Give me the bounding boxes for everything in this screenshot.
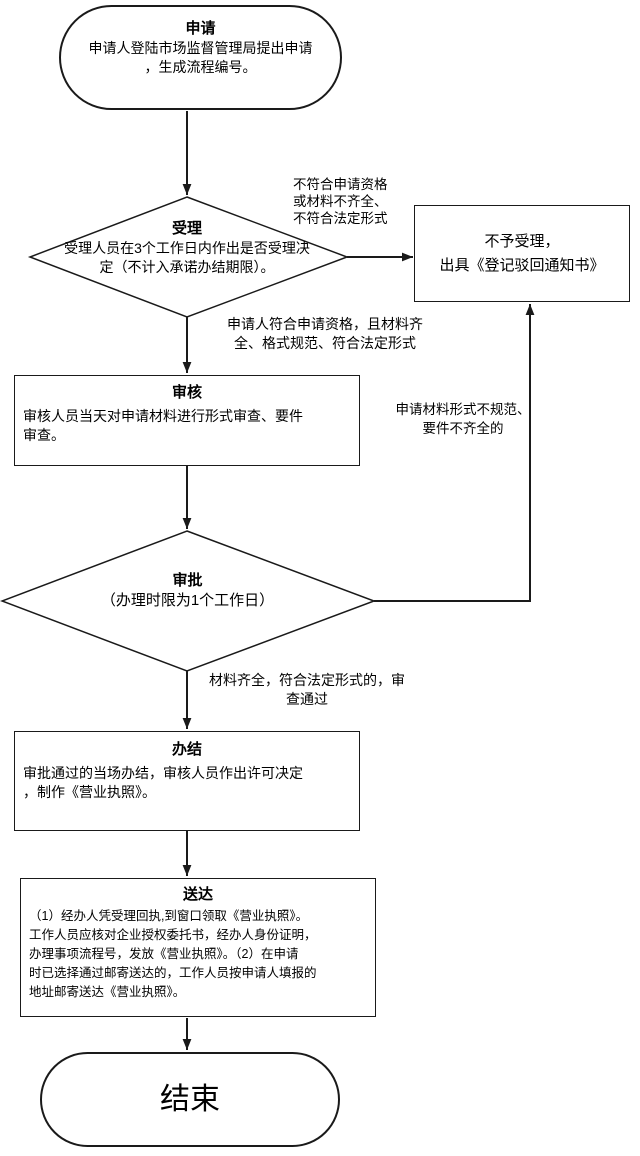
edge-label-materials-complete: 材料齐全，符合法定形式的，审 查通过 xyxy=(209,672,405,707)
node-apply-title: 申请 xyxy=(185,20,216,37)
node-complete-body: 审批通过的当场办结，审核人员作出许可决定 ，制作《营业执照》。 xyxy=(23,765,303,800)
node-review: 审核 审核人员当天对申请材料进行形式审查、要件 审查。 xyxy=(14,375,360,466)
node-reject: 不予受理， 出具《登记驳回通知书》 xyxy=(414,205,630,302)
node-deliver-body: （1）经办人凭受理回执,到窗口领取《营业执照》。 工作人员应核对企业授权委托书，… xyxy=(29,909,317,999)
node-complete: 办结 审批通过的当场办结，审核人员作出许可决定 ，制作《营业执照》。 xyxy=(14,731,360,831)
node-deliver: 送达 （1）经办人凭受理回执,到窗口领取《营业执照》。 工作人员应核对企业授权委… xyxy=(20,878,376,1017)
node-accept-body: 受理人员在3个工作日内作出是否受理决 定（不计入承诺办结期限）。 xyxy=(64,240,310,275)
edge-label-qualified: 申请人符合申请资格，且材料齐 全、格式规范、符合法定形式 xyxy=(227,316,423,351)
node-approve-body: （办理时限为1个工作日） xyxy=(100,592,275,609)
node-review-title: 审核 xyxy=(171,384,202,401)
node-apply: 申请 申请人登陆市场监督管理局提出申请 ，生成流程编号。 xyxy=(59,5,342,110)
node-review-body: 审核人员当天对申请材料进行形式审查、要件 审查。 xyxy=(23,408,303,443)
node-complete-title: 办结 xyxy=(171,741,202,758)
edge-label-materials-invalid: 申请材料形式不规范、 要件不齐全的 xyxy=(395,402,531,436)
edge-label-not-qualified: 不符合申请资格 或材料不齐全、 不符合法定形式 xyxy=(293,177,388,226)
node-accept-title: 受理 xyxy=(171,220,202,237)
node-end: 结束 xyxy=(40,1052,340,1147)
node-end-title: 结束 xyxy=(160,1082,220,1116)
connector-approve-reject xyxy=(374,304,535,602)
node-apply-body: 申请人登陆市场监督管理局提出申请 ，生成流程编号。 xyxy=(88,40,313,75)
node-reject-body: 不予受理， 出具《登记驳回通知书》 xyxy=(439,232,605,274)
node-approve: 审批 （办理时限为1个工作日） xyxy=(60,571,315,610)
node-approve-title: 审批 xyxy=(172,572,203,589)
node-deliver-title: 送达 xyxy=(182,886,213,903)
node-accept: 受理 受理人员在3个工作日内作出是否受理决 定（不计入承诺办结期限）。 xyxy=(27,219,347,277)
